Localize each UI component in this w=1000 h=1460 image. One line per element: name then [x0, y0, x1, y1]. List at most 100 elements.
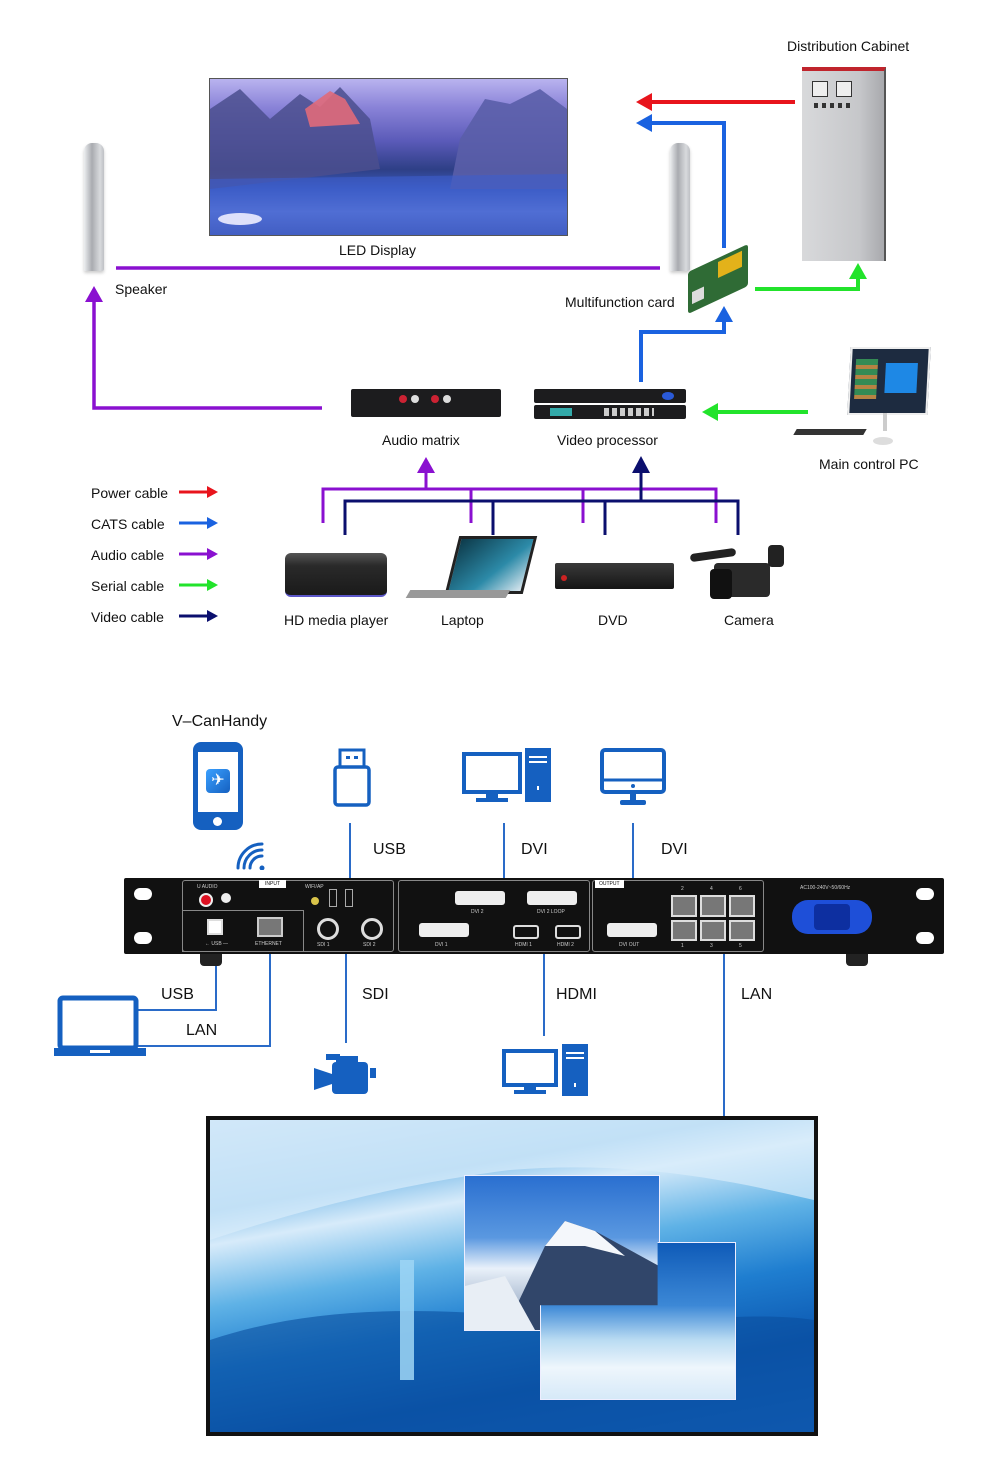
power-rating-label: AC100-240V~50/60Hz — [800, 885, 851, 891]
legend-arrow-video — [179, 610, 218, 622]
audio-cable-line-speaker — [85, 286, 322, 410]
distribution-cabinet-label: Distribution Cabinet — [787, 38, 910, 54]
lan-laptop-line — [138, 928, 271, 1047]
dvi-hdmi-section: DVI 2 DVI 2 LOOP DVI 1 HDMI 1 HDMI 2 — [398, 880, 590, 952]
audio-matrix-label: Audio matrix — [382, 432, 460, 448]
dvi2-loop-label: DVI 2 LOOP — [537, 909, 565, 915]
desktop-pc-hdmi-icon — [502, 1043, 590, 1097]
panel-foot — [200, 954, 222, 966]
lan-laptop-label: LAN — [186, 1022, 218, 1039]
audio-l-port[interactable] — [221, 893, 231, 903]
hdmi2-port[interactable] — [555, 925, 581, 939]
hd-media-player-icon — [285, 553, 387, 597]
panel-foot — [846, 954, 868, 966]
sdi1-port[interactable] — [317, 918, 339, 940]
ethernet-port[interactable] — [257, 917, 283, 937]
wifi-ap-label: WIFI/AP — [305, 884, 324, 890]
legend-item-serial: Serial cable — [91, 578, 165, 594]
sdi1-label: SDI 1 — [317, 942, 330, 948]
camera-icon — [689, 543, 790, 605]
wifi-ap-port[interactable] — [311, 897, 319, 905]
audio-matrix-icon — [351, 389, 501, 417]
rack-ear-hole — [134, 932, 152, 944]
port-number: 3 — [710, 943, 713, 949]
video-bus-lines — [343, 456, 740, 535]
usb-drive-icon — [332, 748, 372, 808]
lan-port-4[interactable] — [700, 895, 726, 917]
lan-port-3[interactable] — [700, 919, 726, 941]
hdmi1-label: HDMI 1 — [515, 942, 532, 948]
output-tag: OUTPUT — [595, 880, 624, 888]
legend-item-audio: Audio cable — [91, 547, 165, 563]
led-screen-image — [206, 1116, 818, 1436]
pip-window-mountain — [464, 1175, 660, 1331]
main-control-pc-icon — [793, 345, 935, 450]
dvi2-label: DVI 2 — [471, 909, 484, 915]
video-processor-label: Video processor — [557, 432, 658, 448]
source-label-dvd: DVD — [598, 612, 628, 628]
led-display-label: LED Display — [339, 242, 417, 258]
speaker-label: Speaker — [115, 281, 168, 297]
port-number: 5 — [739, 943, 742, 949]
input-section: INPUT U AUDIO WIFI/AP SDI 1 SDI 2 — [182, 880, 394, 952]
rack-ear-hole — [916, 888, 934, 900]
legend-arrow-cats — [179, 517, 218, 529]
video-processor-panel: INPUT U AUDIO WIFI/AP SDI 1 SDI 2 ← USB … — [124, 878, 944, 954]
dvi1-port[interactable] — [419, 923, 469, 937]
hdmi-label: HDMI — [556, 986, 597, 1003]
output-section: OUTPUT DVI OUT 2 4 6 1 3 5 — [592, 880, 764, 952]
sdi-label: SDI — [362, 986, 389, 1003]
sdi2-port[interactable] — [361, 918, 383, 940]
audio-r-port[interactable] — [199, 893, 213, 907]
legend-item-video: Video cable — [91, 609, 164, 625]
hdmi1-port[interactable] — [513, 925, 539, 939]
desktop-pc-icon — [462, 746, 554, 804]
cats-cable-line-card — [639, 306, 733, 382]
source-label-laptop: Laptop — [441, 612, 484, 628]
usb-top-label: USB — [373, 841, 406, 858]
distribution-cabinet-icon — [802, 67, 886, 261]
video-camera-icon — [314, 1054, 380, 1096]
port-number: 1 — [681, 943, 684, 949]
port-number: 6 — [739, 886, 742, 892]
phone-app-icon: ✈ — [193, 742, 243, 830]
speaker-right-icon — [670, 143, 690, 271]
dvd-icon — [555, 563, 674, 589]
legend-arrow-power — [179, 486, 218, 498]
lan-port-1[interactable] — [671, 919, 697, 941]
legend-item-power: Power cable — [91, 485, 169, 501]
usb-input-port[interactable] — [345, 889, 353, 907]
dvi-out-port[interactable] — [607, 923, 657, 937]
dvi2-port[interactable] — [455, 891, 505, 905]
lan-port-5[interactable] — [729, 919, 755, 941]
app-label: V–CanHandy — [172, 713, 268, 730]
audio-bus-lines — [321, 457, 718, 523]
video-processor-icon — [534, 389, 686, 421]
legend-arrow-serial — [179, 579, 218, 591]
lan-port-6[interactable] — [729, 895, 755, 917]
source-label-hd-media-player: HD media player — [284, 612, 389, 628]
legend-arrow-audio — [179, 548, 218, 560]
control-section: ← USB — ETHERNET — [182, 910, 304, 952]
rack-ear-hole — [916, 932, 934, 944]
legend-item-cats: CATS cable — [91, 516, 165, 532]
lan-output-label: LAN — [741, 986, 773, 1003]
usb-port-label: ← USB — — [205, 941, 229, 947]
port-number: 4 — [710, 886, 713, 892]
lan-port-2[interactable] — [671, 895, 697, 917]
lan-output-ports — [671, 895, 755, 941]
usb-port-a[interactable] — [329, 889, 337, 907]
source-label-camera: Camera — [724, 612, 774, 628]
hdmi2-label: HDMI 2 — [557, 942, 574, 948]
dvi2-loop-port[interactable] — [527, 891, 577, 905]
serial-cable-line-processor — [702, 403, 808, 421]
power-inlet[interactable] — [792, 900, 872, 934]
ethernet-label: ETHERNET — [255, 941, 282, 947]
u-audio-label: U AUDIO — [197, 884, 218, 890]
port-number: 2 — [681, 886, 684, 892]
usb-b-port[interactable] — [207, 919, 223, 935]
multifunction-card-label: Multifunction card — [565, 294, 675, 310]
cats-cable-line-display — [636, 114, 726, 248]
dvi-left-label: DVI — [521, 841, 548, 858]
